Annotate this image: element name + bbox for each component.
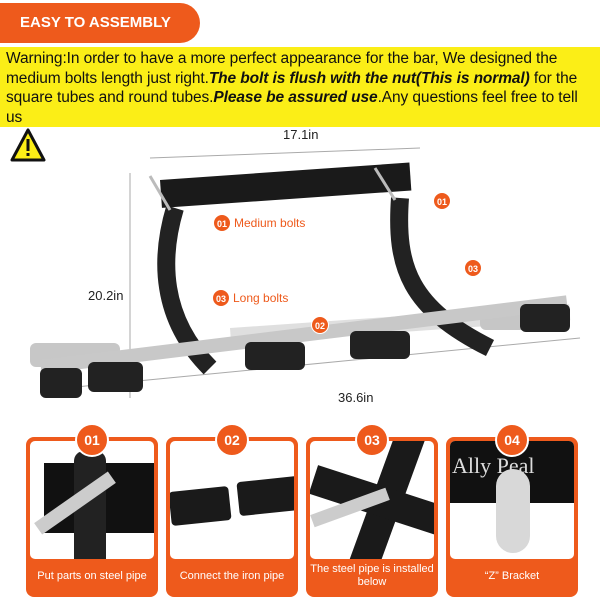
step-number: 02 xyxy=(215,423,249,457)
callout-number: 02 xyxy=(311,316,329,334)
grip xyxy=(40,368,82,398)
callout-number: 03 xyxy=(212,289,230,307)
callout-number: 01 xyxy=(433,192,451,210)
warning-part: .Any questions feel free to tell us xyxy=(6,89,578,126)
grip xyxy=(520,304,570,332)
warning-text: Warning:In order to have a more perfect … xyxy=(0,47,600,127)
top-width-label: 17.1in xyxy=(283,127,319,142)
warning-part: Warning:In order to have a more perfect … xyxy=(6,50,558,87)
step-number: 04 xyxy=(495,423,529,457)
callout-02: 02 xyxy=(311,316,329,334)
grip xyxy=(245,342,305,370)
top-bar xyxy=(159,162,412,208)
right-arm xyxy=(390,197,495,357)
callout-label: Medium bolts xyxy=(234,216,306,230)
step-caption: Put parts on steel pipe xyxy=(37,569,147,582)
warning-icon xyxy=(10,128,46,162)
callout-01: 01 xyxy=(433,192,451,210)
step-photo xyxy=(170,441,294,559)
step-number: 01 xyxy=(75,423,109,457)
bolt xyxy=(148,175,172,211)
crossbar xyxy=(40,295,568,374)
callout-03: 03 xyxy=(464,259,482,277)
callout-label: Long bolts xyxy=(233,291,289,305)
warning-bold: Please be assured use xyxy=(213,89,378,106)
warning-bold: The bolt is flush with the nut(This is n… xyxy=(208,69,530,87)
bottom-width-label: 36.6in xyxy=(338,390,374,405)
bolt xyxy=(373,167,397,201)
callout-number: 03 xyxy=(464,259,482,277)
z-bracket xyxy=(496,469,530,553)
grip xyxy=(350,331,410,359)
step-caption: “Z” Bracket xyxy=(484,569,540,582)
height-label: 20.2in xyxy=(88,288,124,303)
pull-up-bar-diagram xyxy=(30,147,581,398)
step-caption: Connect the iron pipe xyxy=(179,569,285,582)
step-photo xyxy=(310,441,434,559)
step-photo: Ally Peal xyxy=(450,441,574,559)
step-number: 03 xyxy=(355,423,389,457)
grip xyxy=(88,362,143,392)
callout-number: 01 xyxy=(213,214,231,232)
warning-part: for the square tubes and round tubes. xyxy=(6,69,578,107)
step-photo xyxy=(30,441,154,559)
step-caption: The steel pipe is installed below xyxy=(310,563,434,588)
easy-to-assembly-tab: EASY TO ASSEMBLY xyxy=(0,3,200,43)
